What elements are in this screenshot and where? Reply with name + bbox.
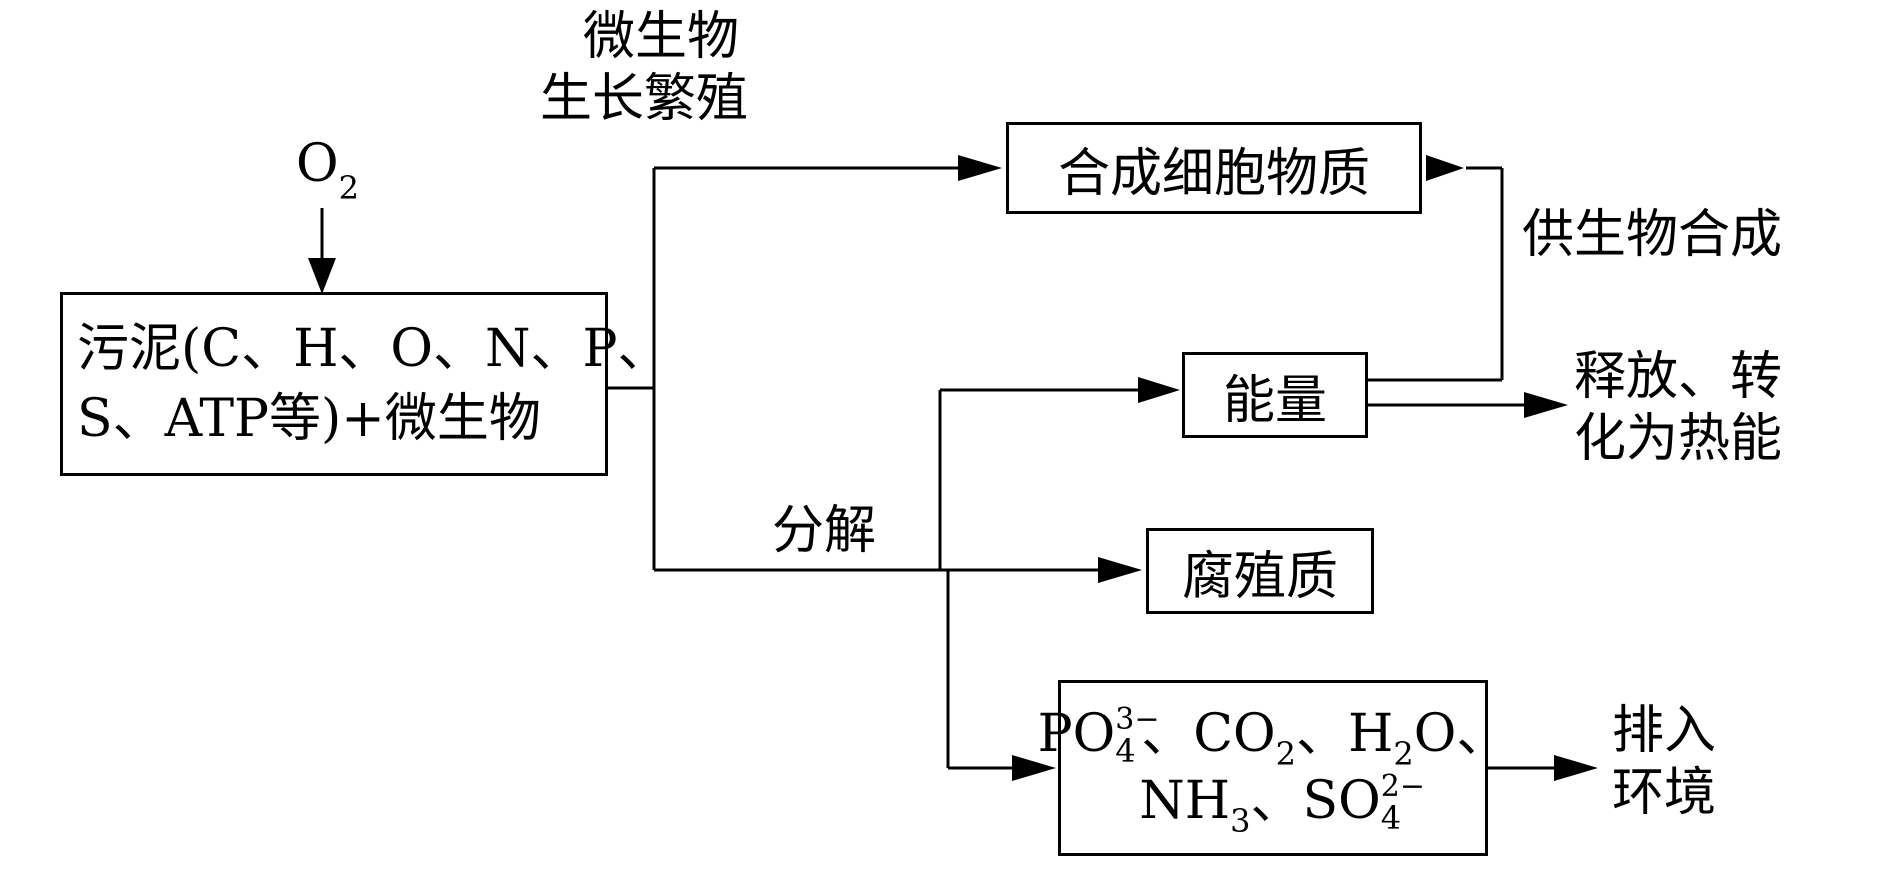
oxygen-subscript: 2	[338, 169, 359, 207]
energy-arrowhead	[1138, 377, 1180, 403]
h2o-subscript: 2	[1393, 735, 1414, 773]
input-line-1: 污泥(C、H、O、N、P、	[77, 319, 670, 379]
ammonia-main: NH	[1139, 771, 1231, 831]
cell-substance-text: 合成细胞物质	[1057, 143, 1370, 204]
discharge-label-line-1: 排入	[1612, 701, 1717, 761]
sulfate-main: 、SO	[1250, 771, 1381, 831]
heat-label: 释放、转 化为热能	[1574, 346, 1782, 471]
co2-main: 、CO	[1141, 704, 1276, 764]
cell-substance-box: 合成细胞物质	[1006, 122, 1422, 214]
sulfate-subscript: 4	[1380, 799, 1402, 837]
heat-label-line-1: 释放、转	[1574, 347, 1783, 407]
sulfate-superscript: 2−	[1380, 769, 1425, 804]
humus-arrowhead	[1098, 557, 1142, 583]
input-line-2: S、ATP等)+微生物	[77, 389, 541, 449]
phosphate-superscript: 3−	[1115, 702, 1160, 737]
biosynthesis-label: 供生物合成	[1522, 205, 1783, 265]
heat-label-line-2: 化为热能	[1574, 409, 1783, 470]
oxygen-arrowhead	[308, 258, 336, 294]
energy-box: 能量	[1182, 352, 1368, 438]
growth-label: 微生物 生长繁殖	[540, 6, 748, 131]
humus-box: 腐殖质	[1146, 528, 1374, 614]
cell-arrowhead	[958, 155, 1002, 181]
oxygen-label: O2	[296, 138, 359, 204]
co2-subscript: 2	[1275, 735, 1297, 773]
discharge-label: 排入 环境	[1612, 700, 1716, 825]
humus-text: 腐殖质	[1181, 546, 1338, 607]
sulfate-charge-stack: 2−4	[1381, 772, 1425, 835]
phosphate-charge-stack: 3−4	[1115, 705, 1159, 768]
cell-right-arrowhead	[1426, 155, 1464, 181]
heat-arrowhead	[1524, 392, 1568, 418]
energy-text: 能量	[1222, 370, 1327, 431]
oxygen-main: O	[296, 134, 339, 194]
decompose-label: 分解	[772, 501, 877, 561]
input-box: 污泥(C、H、O、N、P、 S、ATP等)+微生物	[60, 292, 670, 476]
growth-label-line-1: 微生物	[583, 7, 740, 67]
phosphate-main: PO	[1037, 704, 1116, 764]
growth-label-line-2: 生长繁殖	[540, 69, 749, 130]
discharge-label-line-2: 环境	[1612, 763, 1717, 824]
h2o-tail: O、	[1413, 704, 1509, 764]
h2o-main: 、H	[1296, 704, 1394, 764]
env-arrowhead	[1554, 755, 1598, 781]
ammonia-subscript: 3	[1230, 802, 1251, 840]
phosphate-subscript: 4	[1115, 732, 1136, 770]
products-arrowhead	[1012, 755, 1056, 781]
